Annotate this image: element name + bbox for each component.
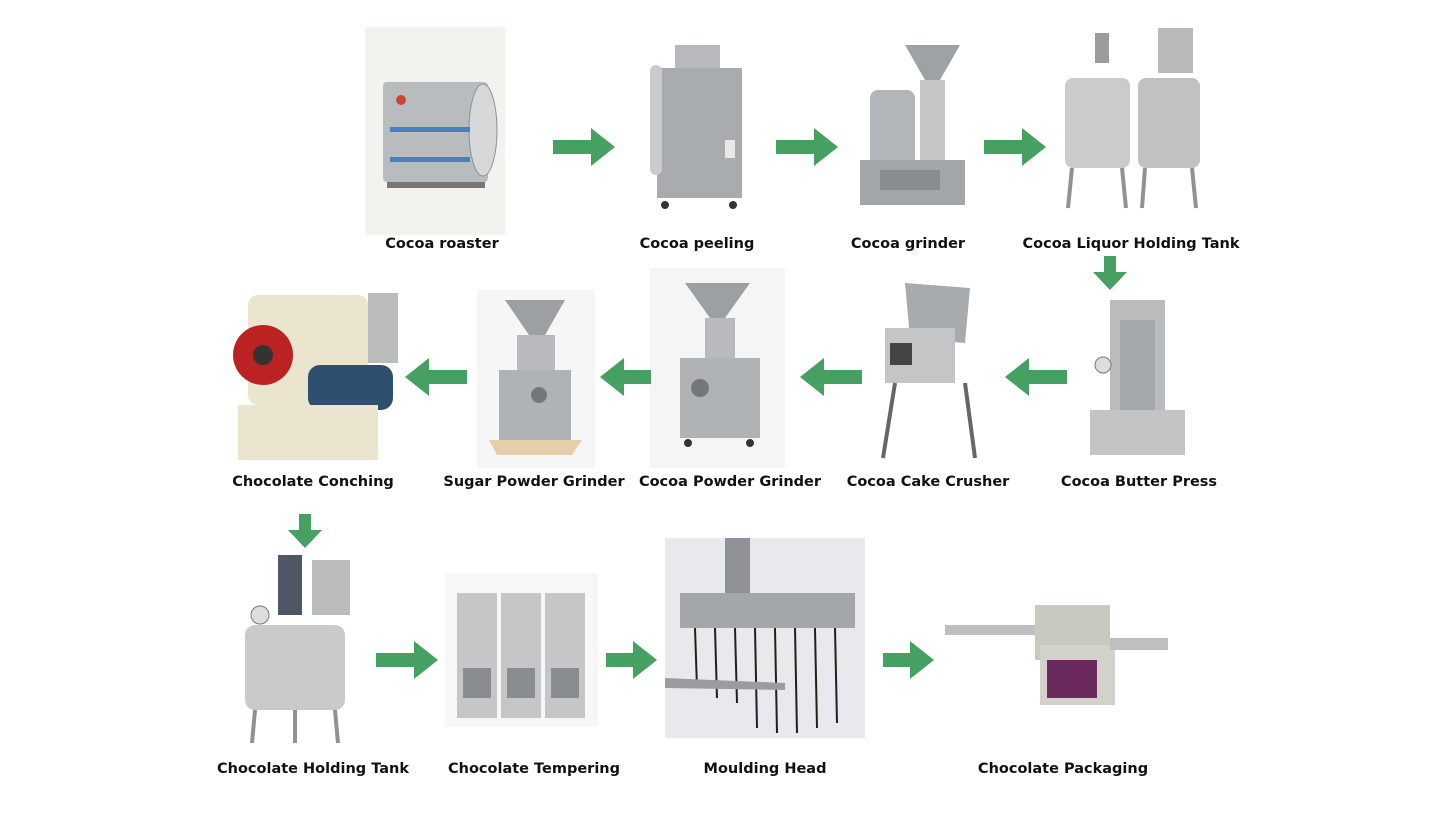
arrow-left-icon	[800, 358, 862, 396]
arrow-left-icon	[405, 358, 467, 396]
cocoa-liquor-holding-tank-image	[1060, 28, 1205, 210]
chocolate-tempering-image	[445, 573, 598, 727]
step-label-moulding-head: Moulding Head	[703, 761, 827, 777]
arrow-right-icon	[553, 128, 615, 166]
arrow-right-icon	[984, 128, 1046, 166]
arrow-right-icon	[776, 128, 838, 166]
arrow-left-icon	[600, 358, 651, 396]
cocoa-powder-grinder-image	[650, 268, 785, 468]
step-label-chocolate-tempering: Chocolate Tempering	[448, 761, 620, 777]
step-label-cocoa-powder-grinder: Cocoa Powder Grinder	[638, 474, 822, 490]
moulding-head-image	[665, 538, 865, 738]
arrow-down-icon	[288, 514, 322, 548]
arrow-right-icon	[376, 641, 438, 679]
cocoa-peeling-image	[645, 40, 750, 212]
step-label-cocoa-roaster: Cocoa roaster	[385, 236, 499, 252]
arrow-right-icon	[883, 641, 934, 679]
step-label-cocoa-grinder: Cocoa grinder	[850, 236, 966, 252]
step-label-cocoa-butter-press: Cocoa Butter Press	[1060, 474, 1218, 490]
arrow-down-icon	[1093, 256, 1127, 290]
step-label-cocoa-cake-crusher: Cocoa Cake Crusher	[846, 474, 1010, 490]
cocoa-roaster-image	[365, 27, 505, 235]
arrow-left-icon	[1005, 358, 1067, 396]
sugar-powder-grinder-image	[477, 290, 595, 468]
chocolate-holding-tank-image	[240, 550, 355, 745]
cocoa-cake-crusher-image	[875, 283, 980, 460]
cocoa-grinder-image	[855, 45, 970, 210]
step-label-cocoa-liquor-holding-tank: Cocoa Liquor Holding Tank	[1022, 236, 1240, 252]
step-label-chocolate-conching: Chocolate Conching	[232, 474, 394, 490]
step-label-sugar-powder-grinder: Sugar Powder Grinder	[443, 474, 625, 490]
step-label-chocolate-packaging: Chocolate Packaging	[977, 761, 1149, 777]
step-label-chocolate-holding-tank: Chocolate Holding Tank	[217, 761, 409, 777]
step-label-cocoa-peeling: Cocoa peeling	[639, 236, 755, 252]
arrow-right-icon	[606, 641, 657, 679]
chocolate-conching-image	[228, 285, 400, 468]
chocolate-packaging-image	[945, 590, 1170, 715]
cocoa-butter-press-image	[1085, 295, 1190, 460]
